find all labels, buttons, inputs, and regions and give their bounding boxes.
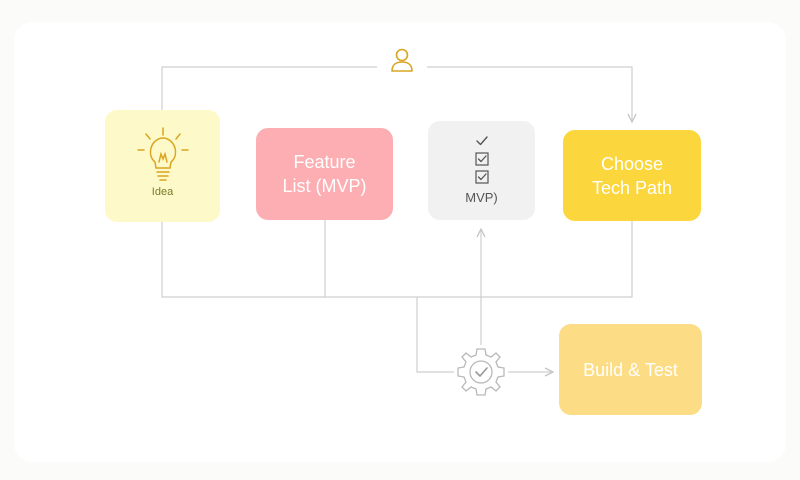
- choose-tech-path-node: Choose Tech Path: [563, 130, 701, 221]
- gear-check-icon: [457, 348, 505, 396]
- mvp-label: MVP): [465, 190, 498, 205]
- feature-list-node: Feature List (MVP): [256, 128, 393, 220]
- user-badge: [377, 40, 427, 80]
- bottom-bus-connector: [161, 221, 633, 298]
- checked-box-icon: [474, 170, 489, 184]
- choose-tech-path-label: Choose Tech Path: [591, 153, 673, 198]
- check-mark-icon: [475, 136, 488, 146]
- checked-box-icon: [474, 152, 489, 166]
- build-test-label: Build & Test: [583, 359, 678, 380]
- user-icon: [391, 48, 413, 72]
- lightbulb-icon: [136, 127, 189, 181]
- mvp-node: MVP): [428, 121, 535, 220]
- feature-list-label: Feature List (MVP): [282, 152, 367, 196]
- idea-label: Idea: [151, 186, 174, 198]
- idea-node: Idea: [105, 110, 220, 222]
- checklist-icon: [474, 132, 490, 186]
- build-test-node: Build & Test: [559, 324, 702, 415]
- bus-to-gear-connector: [416, 297, 454, 373]
